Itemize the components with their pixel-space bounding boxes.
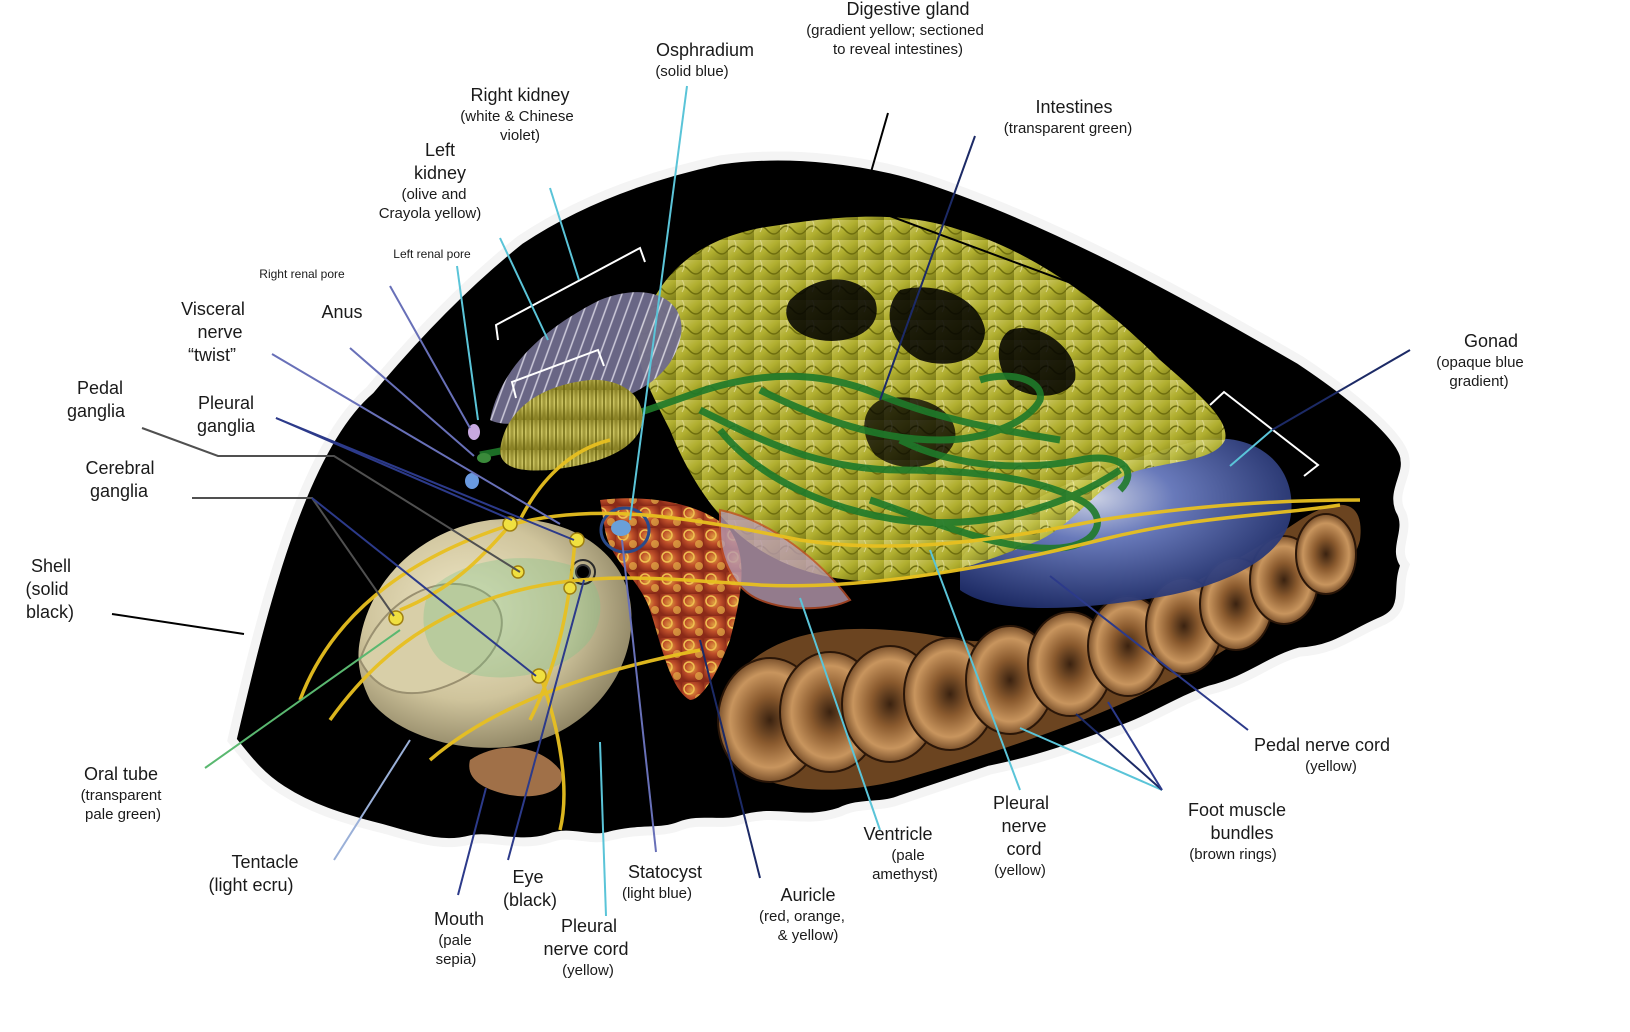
gonad-bracket xyxy=(1209,390,1320,477)
right-kidney-note: violet) xyxy=(500,127,540,144)
shell-label: (solid xyxy=(25,579,68,599)
cerebral-ganglia-label: Cerebral xyxy=(85,458,154,478)
eye xyxy=(575,564,591,580)
statocyst-title: Statocyst xyxy=(628,862,702,882)
auricle-note: (red, orange, xyxy=(759,908,845,925)
left-kidney-bracket xyxy=(510,348,605,399)
left-kidney-note: Crayola yellow) xyxy=(379,205,482,222)
right-renal-pore xyxy=(468,424,480,440)
pedal-ganglia-label: ganglia xyxy=(67,401,126,421)
digestive-gland-note: (gradient yellow; sectioned xyxy=(806,22,984,39)
pleural-nerve-cord-label: nerve cord xyxy=(543,939,628,959)
osphradium-note: (solid blue) xyxy=(655,63,728,80)
ventricle-title: Ventricle xyxy=(863,824,932,844)
mouth xyxy=(469,747,562,797)
right-kidney-bracket xyxy=(494,246,646,341)
statocyst-note: (light blue) xyxy=(622,885,692,902)
pleural-nerve-cord-note: (yellow) xyxy=(562,962,614,979)
visceral-nerve-label: nerve xyxy=(197,322,242,342)
mouth-title: Mouth xyxy=(434,909,484,929)
statocyst xyxy=(611,520,631,536)
pedal-ganglia-label: Pedal xyxy=(77,378,123,398)
ventricle-note: (pale xyxy=(891,847,924,864)
mouth-note: sepia) xyxy=(436,951,477,968)
foot-muscle-note: (brown rings) xyxy=(1189,846,1277,863)
cerebral-ganglion xyxy=(531,668,547,684)
mouth-note: (pale xyxy=(438,932,471,949)
pedal-nerve-cord-title: Pedal nerve cord xyxy=(1254,735,1390,755)
tentacle-label: (light ecru) xyxy=(208,875,293,895)
left-renal-pore xyxy=(465,473,479,489)
pleural-ganglia-label: Pleural xyxy=(198,393,254,413)
left-kidney-title: Left xyxy=(425,140,455,160)
pedal-ganglion xyxy=(563,581,577,595)
left-kidney-note: (olive and xyxy=(401,186,466,203)
left-kidney-title: kidney xyxy=(414,163,466,183)
right-kidney xyxy=(490,292,682,424)
visceral-nerve-label: Visceral xyxy=(181,299,245,319)
foot-muscle-label: bundles xyxy=(1210,823,1273,843)
intestines-title: Intestines xyxy=(1035,97,1112,117)
right-kidney-title: Right kidney xyxy=(470,85,569,105)
intestines-note: (transparent green) xyxy=(1004,120,1132,137)
pedal-nerve-cord-note: (yellow) xyxy=(1305,758,1357,775)
eye-label: Eye xyxy=(512,867,543,887)
left-kidney xyxy=(500,379,643,471)
anus-label: Anus xyxy=(321,302,362,322)
cerebral-ganglia-label: ganglia xyxy=(90,481,149,501)
shell-label: Shell xyxy=(31,556,71,576)
digestive-gland-title: Digestive gland xyxy=(846,0,969,19)
oral-tube-title: Oral tube xyxy=(84,764,158,784)
pleural-nerve-cord-right-label: Pleural xyxy=(993,793,1049,813)
auricle-title: Auricle xyxy=(780,885,835,905)
labels: Digestive gland (gradient yellow; sectio… xyxy=(25,0,1523,979)
osphradium-title: Osphradium xyxy=(656,40,754,60)
tentacle-label: Tentacle xyxy=(231,852,298,872)
pleural-ganglion xyxy=(502,516,518,532)
pleural-nerve-cord-right-label: cord xyxy=(1006,839,1041,859)
left-renal-pore-label: Left renal pore xyxy=(393,247,471,261)
pleural-nerve-cord-right-label: nerve xyxy=(1001,816,1046,836)
eye-label: (black) xyxy=(503,890,557,910)
right-renal-pore-label: Right renal pore xyxy=(259,267,345,281)
gonad xyxy=(960,438,1292,609)
shell-label: black) xyxy=(26,602,74,622)
oral-tube-note: pale green) xyxy=(85,806,161,823)
pleural-ganglion xyxy=(569,532,585,548)
digestive-gland-bracket xyxy=(799,164,1257,371)
ventricle-note: amethyst) xyxy=(872,866,938,883)
right-kidney-note: (white & Chinese xyxy=(460,108,573,125)
gonad-title: Gonad xyxy=(1464,331,1518,351)
oral-tube-note: (transparent xyxy=(81,787,163,804)
gonad-note: gradient) xyxy=(1449,373,1508,390)
foot-muscle-label: Foot muscle xyxy=(1188,800,1286,820)
osphradium xyxy=(599,506,651,554)
digestive-gland-note: to reveal intestines) xyxy=(833,41,963,58)
leader-lines xyxy=(111,85,1411,917)
gonad-note: (opaque blue xyxy=(1436,354,1524,371)
pleural-nerve-cord-label: Pleural xyxy=(561,916,617,936)
pleural-nerve-cord-right-note: (yellow) xyxy=(994,862,1046,879)
anus xyxy=(477,453,491,463)
pleural-ganglia-label: ganglia xyxy=(197,416,256,436)
visceral-nerve-label: “twist” xyxy=(188,345,236,365)
auricle-note: & yellow) xyxy=(778,927,839,944)
